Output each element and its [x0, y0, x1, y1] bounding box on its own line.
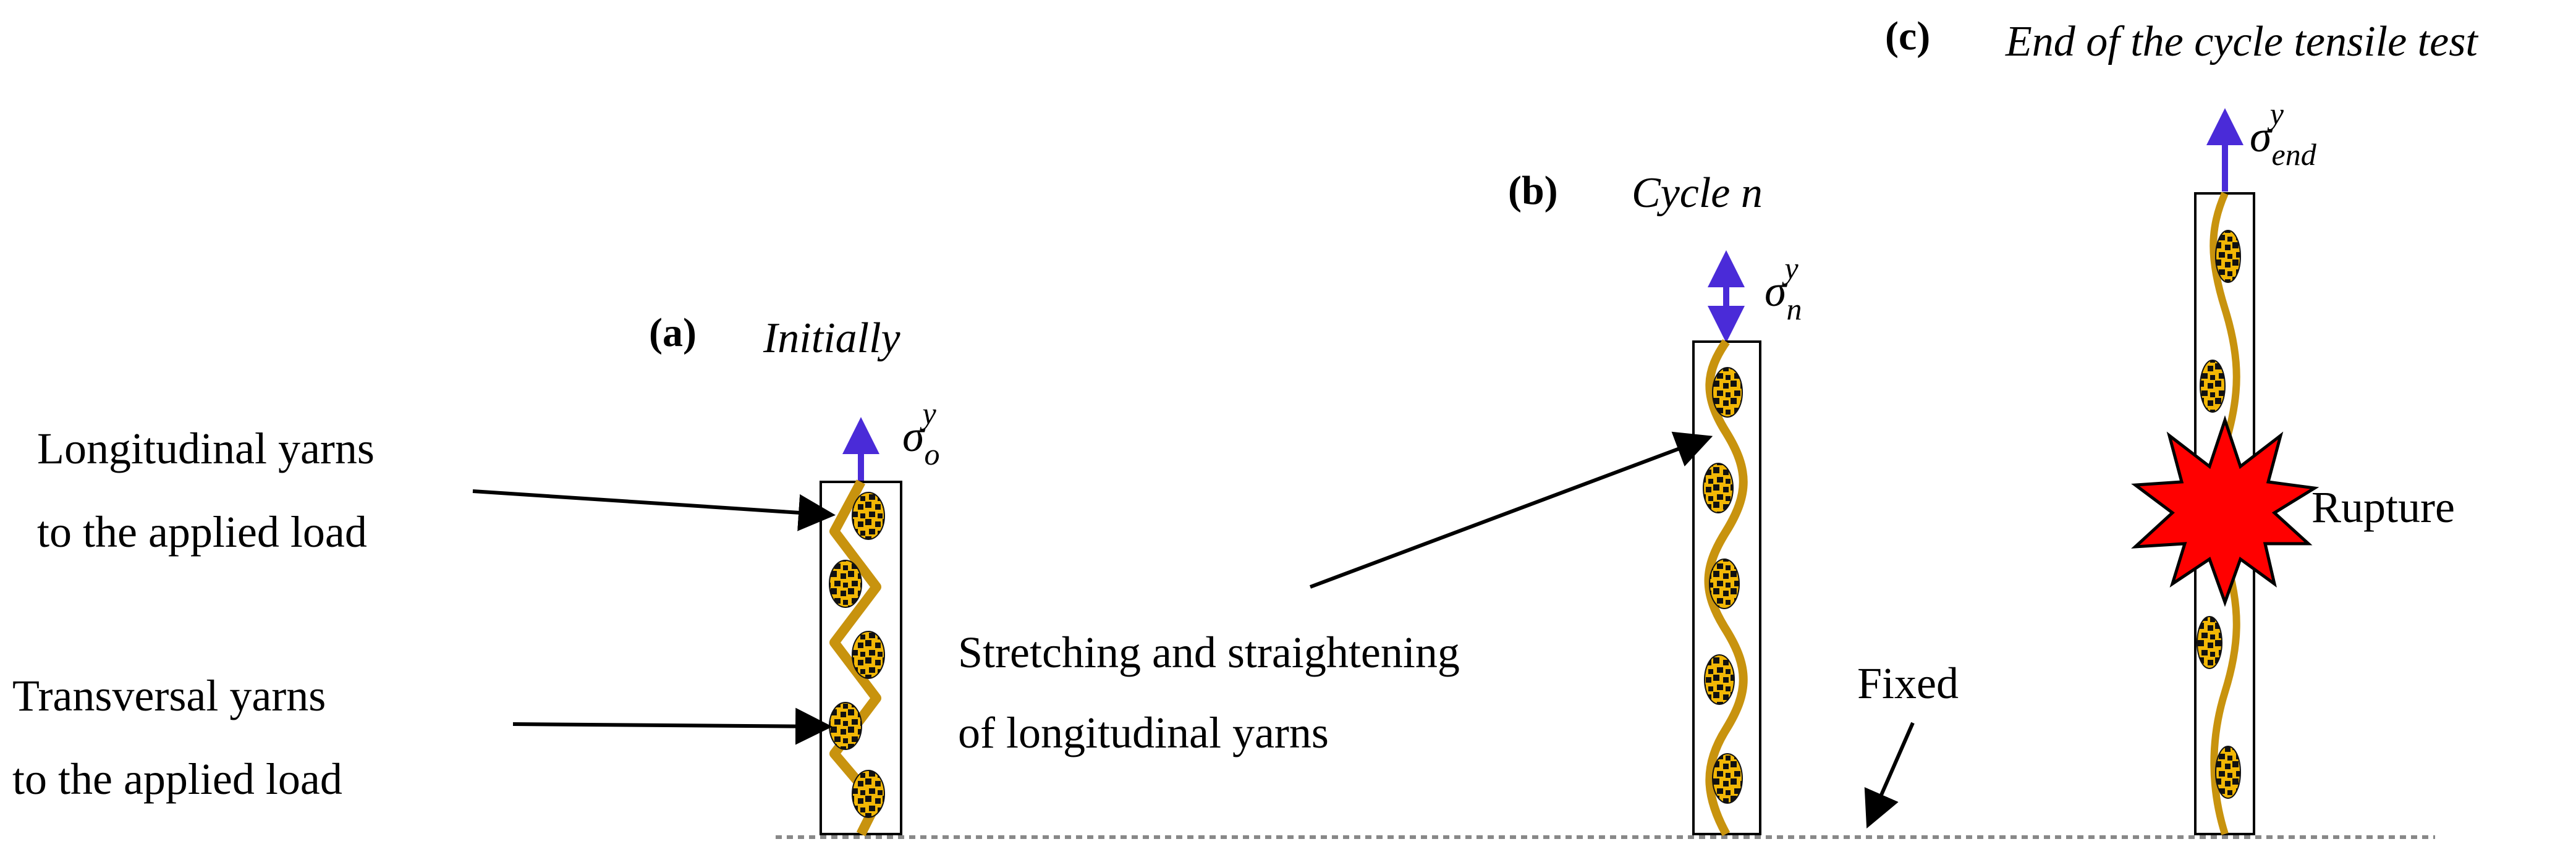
- panel-b-transverse-yarn: [1704, 654, 1735, 705]
- fixed-pointer-arrow: [1864, 722, 1915, 828]
- panel-a-transverse-yarn: [829, 702, 862, 750]
- fixed-label: Fixed: [1857, 659, 1959, 708]
- panel-a-stress-label: σoy: [902, 396, 940, 471]
- panel-c: (c) End of the cycle tensile test σendy …: [1885, 14, 2478, 835]
- panel-b-transverse-yarn: [1712, 753, 1743, 804]
- panel-b-caption: Cycle n: [1632, 169, 1763, 217]
- panel-b: (b) Cycle n σny: [1508, 168, 1802, 837]
- panel-c-tag: (c): [1885, 14, 1930, 59]
- panel-a-transverse-yarn: [829, 560, 862, 608]
- panel-a-transverse-yarn: [852, 492, 885, 540]
- stretching-label-line1: Stretching and straightening: [958, 628, 1460, 677]
- stretching-label-line2: of longitudinal yarns: [958, 708, 1329, 757]
- panel-b-transverse-yarn: [1703, 463, 1734, 513]
- panel-c-caption: End of the cycle tensile test: [2005, 18, 2478, 65]
- panel-c-transverse-yarn: [2215, 746, 2241, 799]
- panel-b-stress-label: σny: [1765, 251, 1802, 326]
- stretching-pointer-arrow: [1309, 431, 1713, 589]
- panel-b-longitudinal-yarn: [1704, 339, 1748, 837]
- transversal-label-line1: Transversal yarns: [12, 671, 326, 720]
- panel-b-transverse-yarn: [1709, 559, 1740, 609]
- panel-c-transverse-yarn: [2197, 616, 2222, 669]
- transversal-pointer-arrow: [512, 707, 833, 745]
- panel-c-transverse-yarn: [2200, 360, 2226, 413]
- panel-a-transverse-yarn: [852, 631, 885, 679]
- panel-c-stress-label: σendy: [2250, 96, 2317, 172]
- longitudinal-pointer-arrow: [472, 489, 836, 531]
- panel-a: (a) Initially σoy: [649, 310, 940, 837]
- panel-a-transverse-yarn: [852, 770, 885, 818]
- transversal-label-line2: to the applied load: [12, 754, 342, 804]
- longitudinal-label-line2: to the applied load: [37, 507, 367, 557]
- panel-b-tag: (b): [1508, 168, 1558, 213]
- panel-c-transverse-yarn: [2215, 230, 2241, 283]
- rupture-label: Rupture: [2311, 483, 2455, 532]
- longitudinal-label-line1: Longitudinal yarns: [37, 424, 375, 473]
- rupture-burst-icon: [2131, 415, 2320, 607]
- panel-b-transverse-yarn: [1712, 367, 1743, 418]
- panel-a-tag: (a): [649, 310, 697, 355]
- panel-a-caption: Initially: [763, 314, 901, 362]
